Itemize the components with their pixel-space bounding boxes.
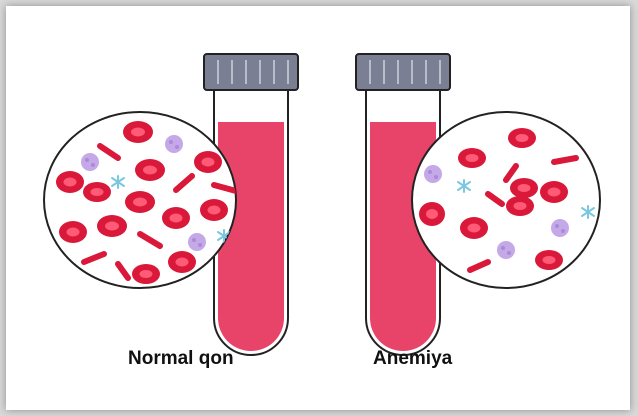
anemia-label: Anemiya [373, 348, 452, 370]
anemia-blood-magnifier [412, 112, 600, 288]
normal-blood-label: Normal qon [128, 348, 234, 370]
normal-blood-magnifier [44, 112, 236, 288]
